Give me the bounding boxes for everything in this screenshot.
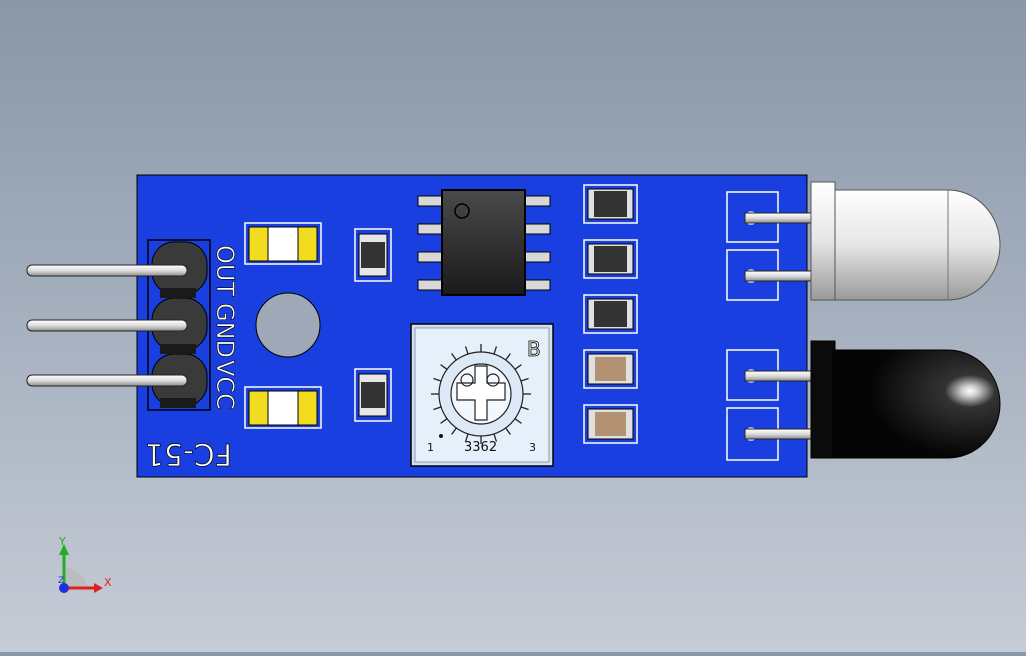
dial-tick — [493, 433, 498, 442]
ir-receiver-icon — [810, 340, 1001, 459]
potentiometer-pin-right: 3 — [529, 441, 536, 454]
pin-label-vcc: VCC — [211, 360, 239, 410]
pin-label-gnd: GND — [211, 303, 239, 358]
dial-tick — [505, 427, 511, 435]
dial-tick — [520, 406, 529, 411]
coordinate-triad-icon: Y X Z — [58, 535, 112, 593]
potentiometer-3362[interactable]: B 3362 1 3 — [410, 323, 554, 467]
axis-y-label: Y — [58, 535, 66, 548]
comparator-chip — [417, 189, 551, 296]
indicator-led-bottom — [244, 386, 322, 429]
board-name-silkscreen: FC-51 — [144, 436, 232, 472]
header-pin-gnd — [26, 297, 208, 351]
pin-header — [26, 239, 211, 411]
dial-tick — [505, 353, 511, 361]
dial-tick — [451, 353, 457, 361]
pin-labels: OUT GND VCC — [211, 245, 240, 411]
chip-pin1-marker — [454, 203, 470, 219]
axis-x-label: X — [104, 576, 112, 589]
dial-tick — [514, 364, 522, 370]
dial-tick — [433, 377, 442, 382]
dial-tick — [514, 418, 522, 424]
smd-resistor-r1 — [354, 228, 392, 282]
ir-emitter-led-icon — [810, 181, 1001, 301]
svg-text:FC-51: FC-51 — [145, 436, 232, 471]
dial-tick — [520, 377, 529, 382]
indicator-led-top — [244, 222, 322, 265]
led-leads — [744, 212, 818, 440]
axis-z-label: Z — [58, 576, 64, 586]
potentiometer-dial-icon — [431, 344, 531, 444]
smd-resistor-r2 — [354, 368, 392, 422]
header-pin-out — [26, 241, 208, 295]
dial-tick — [433, 406, 442, 411]
pin-label-out: OUT — [211, 245, 239, 296]
smd-capacitor-column — [583, 349, 638, 444]
dial-tick — [451, 427, 457, 435]
dial-tick — [464, 433, 469, 442]
dial-tick — [493, 346, 498, 355]
potentiometer-letter: B — [527, 337, 541, 361]
smd-resistor-column — [583, 184, 638, 334]
dial-tick — [464, 346, 469, 355]
mounting-hole — [255, 292, 321, 358]
potentiometer-model: 3362 — [464, 440, 497, 455]
dial-tick — [440, 418, 448, 424]
dial-tick — [440, 364, 448, 370]
potentiometer-pin-left: 1 — [427, 441, 434, 454]
